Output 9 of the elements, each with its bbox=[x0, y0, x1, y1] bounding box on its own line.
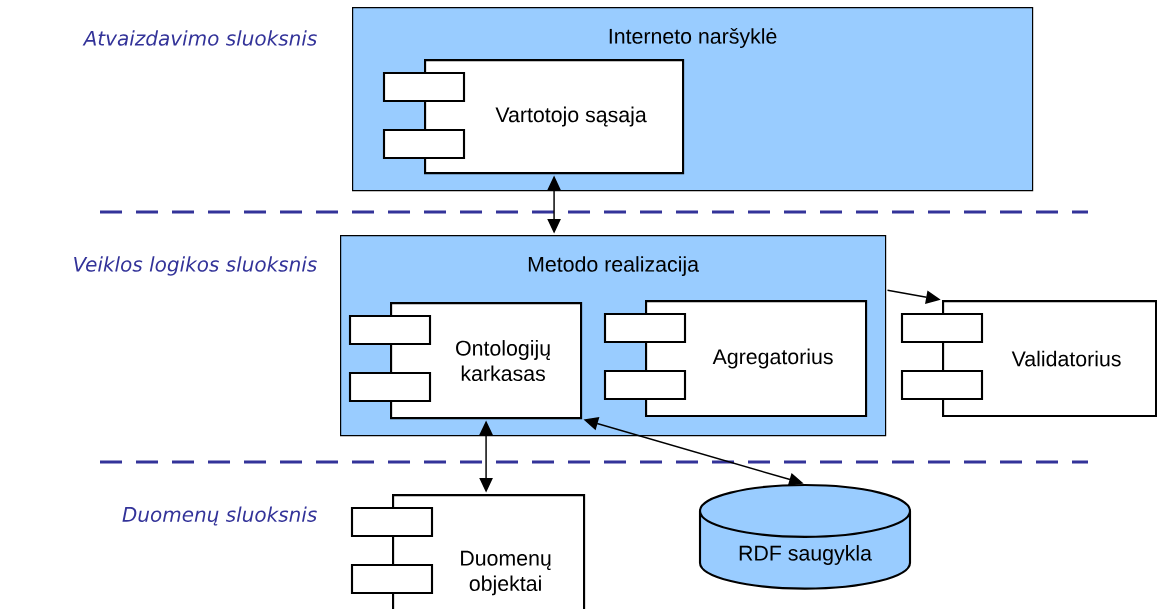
layer-label: Veiklos logikos sluoksnis bbox=[74, 256, 317, 276]
layer-label: Duomenų sluoksnis bbox=[122, 506, 317, 526]
component-box: Duomenų objektai bbox=[350, 494, 586, 609]
component-box: Ontologijų karkasas bbox=[348, 302, 583, 420]
component-box: Validatorius bbox=[900, 300, 1157, 418]
database-cylinder: RDF saugykla bbox=[698, 483, 912, 590]
layer-label: Atvaizdavimo sluoksnis bbox=[82, 30, 317, 46]
component-box: Agregatorius bbox=[603, 300, 868, 418]
component-box: Vartotojo sąsaja bbox=[382, 59, 685, 175]
